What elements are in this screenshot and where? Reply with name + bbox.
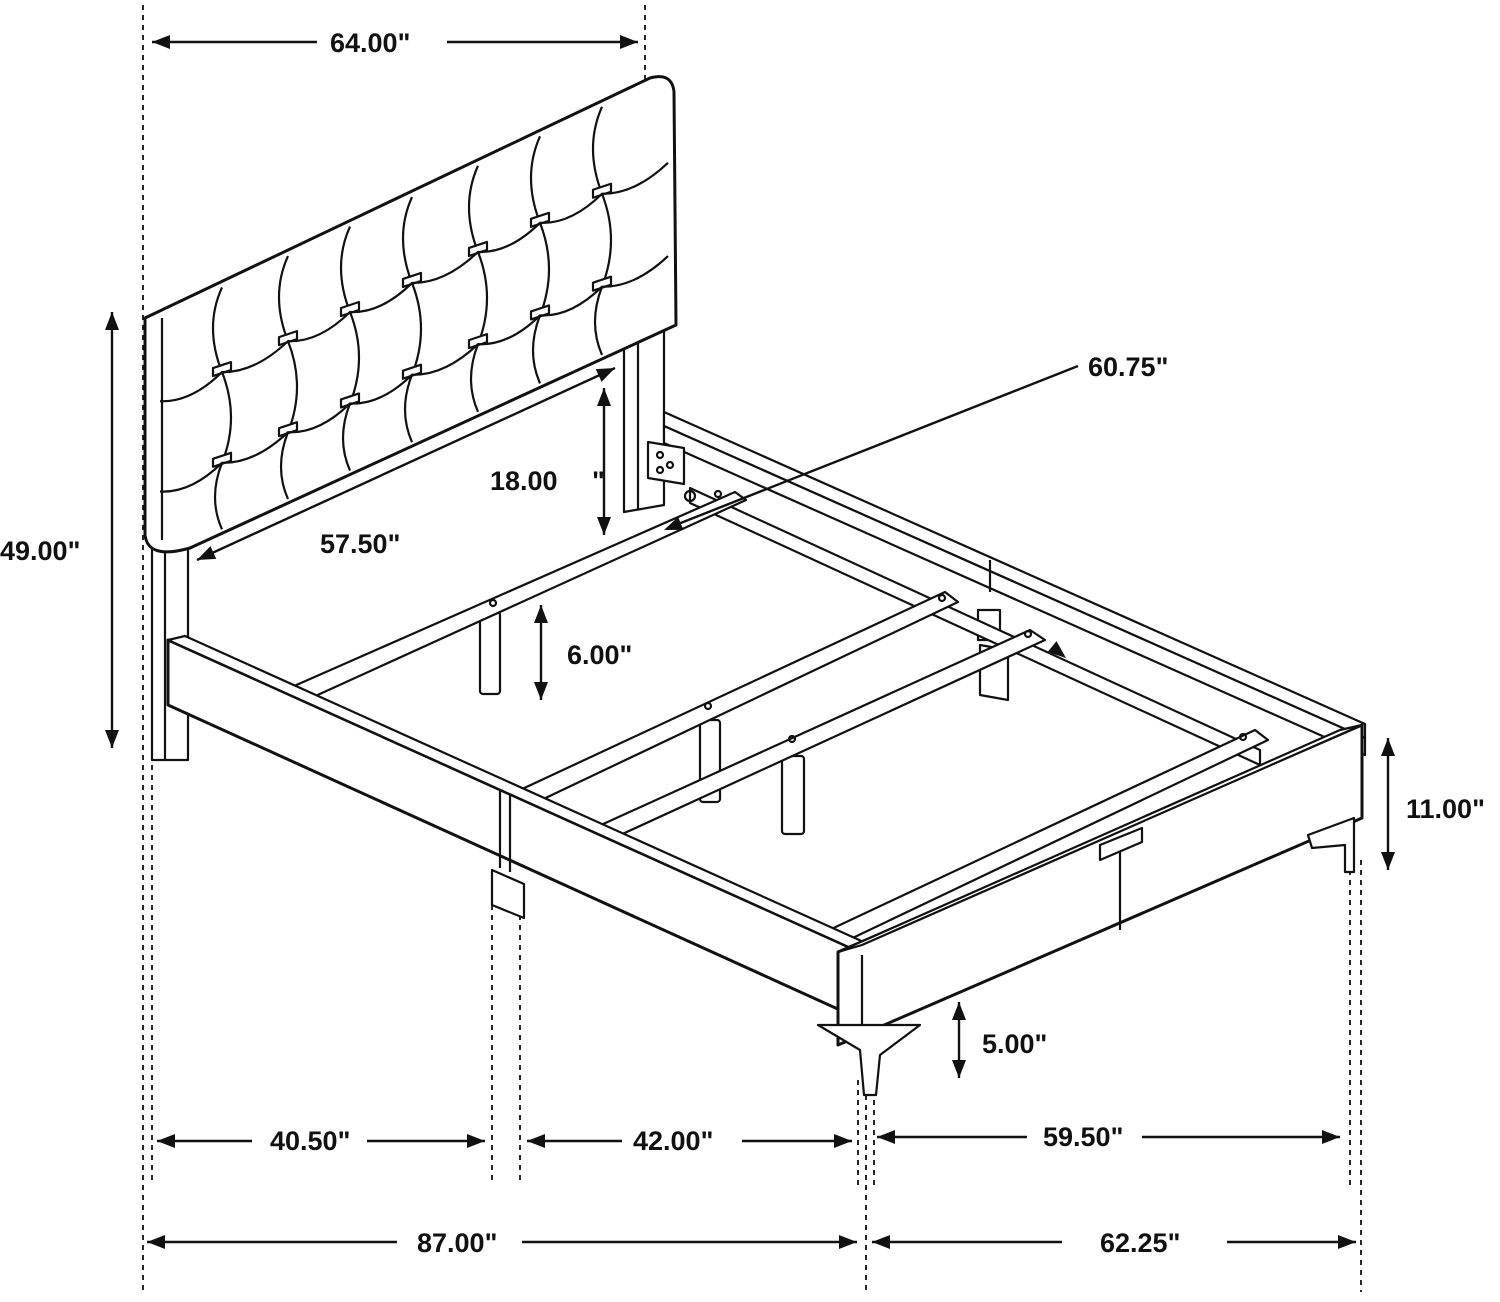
dim-diagonal-arrow-end bbox=[1047, 641, 1066, 658]
headboard-inner-width-label: 57.50" bbox=[320, 529, 400, 559]
dim-leg-height-arrow-end bbox=[952, 1060, 966, 1078]
dim-rail-height-arrow-start bbox=[1381, 738, 1395, 756]
dim-rail-height-arrow-end bbox=[1381, 852, 1395, 870]
dim-headboard-panel-height-arrow-end bbox=[597, 517, 611, 535]
dim-segment-mid-arrow-end bbox=[834, 1134, 852, 1148]
segment-mid-label: 42.00" bbox=[633, 1126, 713, 1156]
dim-headboard-height-arrow-end bbox=[105, 730, 119, 748]
far-side-rail bbox=[646, 410, 1367, 757]
dim-slat-support-height-arrow-start bbox=[534, 605, 548, 623]
headboard-tufting bbox=[159, 106, 669, 530]
tuft-button-7-2 bbox=[591, 275, 613, 292]
dim-overall-width-arrow-start bbox=[872, 1235, 890, 1249]
rail-height-label: 11.00" bbox=[1406, 794, 1485, 824]
tuft-seam-6 bbox=[529, 135, 551, 384]
tuft-button-1-2 bbox=[211, 451, 233, 468]
diagonal-leader-line bbox=[667, 364, 1079, 530]
leg-height-label: 5.00" bbox=[982, 1029, 1047, 1059]
dim-slat-support-height-arrow-end bbox=[534, 682, 548, 700]
tuft-button-3-1 bbox=[339, 300, 361, 318]
dim-overall-width-arrow-end bbox=[1338, 1235, 1356, 1249]
headboard-panel bbox=[143, 75, 678, 554]
near-side-rail bbox=[166, 634, 879, 1022]
tuft-button-4-2 bbox=[401, 363, 423, 380]
dim-footboard-width-arrow-start bbox=[877, 1130, 895, 1144]
bed-feet bbox=[490, 816, 1356, 1097]
tuft-button-5-2 bbox=[467, 333, 489, 350]
dim-headboard-panel-height-arrow-start bbox=[597, 388, 611, 406]
tuft-row-1 bbox=[159, 161, 669, 403]
tuft-button-2-2 bbox=[277, 421, 299, 438]
dim-segment-head-arrow-end bbox=[467, 1134, 485, 1148]
dim-overall-length-arrow-end bbox=[839, 1235, 857, 1249]
tuft-button-6-1 bbox=[529, 211, 551, 228]
dim-headboard-inner-width-arrow-end bbox=[595, 368, 615, 382]
dim-headboard-width-arrow-start bbox=[152, 35, 170, 49]
dim-headboard-inner-width-line bbox=[196, 366, 616, 562]
overall-width-label: 62.25" bbox=[1100, 1228, 1180, 1258]
dimension-labels: 64.00" 49.00" 57.50" 18.00 " 60.75" 6.00… bbox=[0, 28, 1485, 1258]
dim-leg-height-arrow-start bbox=[952, 1002, 966, 1020]
tuft-seam-1 bbox=[211, 286, 233, 530]
tuft-seam-7 bbox=[591, 106, 613, 356]
segment-head-label: 40.50" bbox=[270, 1126, 350, 1156]
slat-support-height-label: 6.00" bbox=[567, 640, 632, 670]
dim-headboard-inner-width-arrow-start bbox=[197, 546, 217, 560]
dimension-arrows bbox=[105, 35, 1395, 1249]
headboard-width-label: 64.00" bbox=[330, 28, 410, 58]
guide-lines bbox=[142, 5, 1362, 1292]
footboard bbox=[836, 723, 1364, 1047]
tuft-seam-2 bbox=[277, 255, 299, 500]
tuft-seam-5 bbox=[467, 165, 489, 413]
tuft-button-1-1 bbox=[211, 360, 233, 378]
headboard-height-label: 49.00" bbox=[0, 536, 80, 566]
center-rail bbox=[683, 486, 1262, 767]
dim-diagonal-arrow-start bbox=[664, 516, 684, 530]
tuft-button-5-1 bbox=[467, 240, 489, 258]
tuft-seam-3 bbox=[339, 226, 361, 472]
tuft-button-2-1 bbox=[277, 330, 299, 347]
tuft-button-6-2 bbox=[529, 304, 551, 321]
overall-length-label: 87.00" bbox=[417, 1228, 497, 1258]
dim-segment-head-arrow-start bbox=[157, 1134, 175, 1148]
headboard-panel-unit-label: " bbox=[592, 466, 605, 496]
tuft-button-3-2 bbox=[339, 392, 361, 409]
dim-footboard-width-arrow-end bbox=[1322, 1130, 1340, 1144]
dim-segment-mid-arrow-start bbox=[527, 1134, 545, 1148]
footboard-width-label: 59.50" bbox=[1043, 1122, 1123, 1152]
dim-headboard-height-arrow-start bbox=[105, 312, 119, 330]
headboard-panel-height-label: 18.00 bbox=[490, 466, 558, 496]
dim-overall-length-arrow-start bbox=[147, 1235, 165, 1249]
diagonal-label: 60.75" bbox=[1088, 352, 1168, 382]
tuft-seam-4 bbox=[401, 196, 423, 443]
tuft-row-2 bbox=[159, 255, 669, 493]
dim-headboard-width-arrow-end bbox=[620, 35, 638, 49]
tuft-button-7-1 bbox=[591, 182, 613, 199]
tuft-button-4-1 bbox=[401, 271, 423, 289]
